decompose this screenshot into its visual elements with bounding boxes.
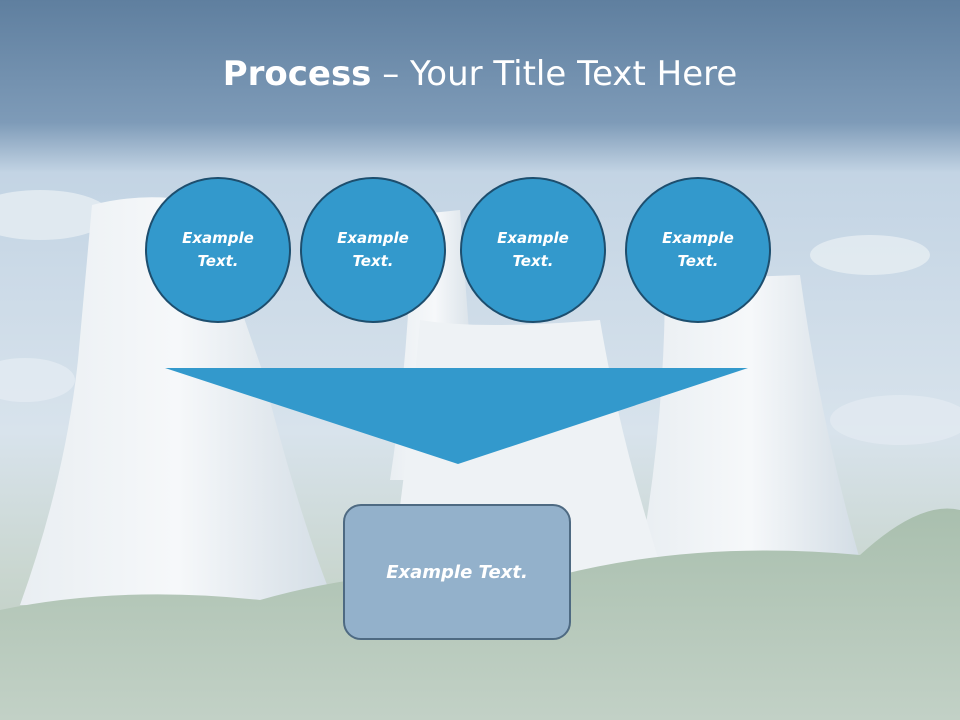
process-step-3[interactable]: Example Text. bbox=[460, 177, 606, 323]
result-label: Example Text. bbox=[386, 561, 528, 583]
process-step-2[interactable]: Example Text. bbox=[300, 177, 446, 323]
title-bold: Process bbox=[222, 54, 372, 94]
slide-title: Process – Your Title Text Here bbox=[0, 52, 960, 96]
process-step-1-label: Example Text. bbox=[182, 229, 254, 270]
title-rest: – Your Title Text Here bbox=[371, 54, 738, 94]
process-step-4-label: Example Text. bbox=[662, 229, 734, 270]
result-box[interactable]: Example Text. bbox=[343, 504, 571, 640]
process-step-2-label: Example Text. bbox=[337, 229, 409, 270]
process-step-1[interactable]: Example Text. bbox=[145, 177, 291, 323]
process-step-4[interactable]: Example Text. bbox=[625, 177, 771, 323]
process-step-3-label: Example Text. bbox=[497, 229, 569, 270]
